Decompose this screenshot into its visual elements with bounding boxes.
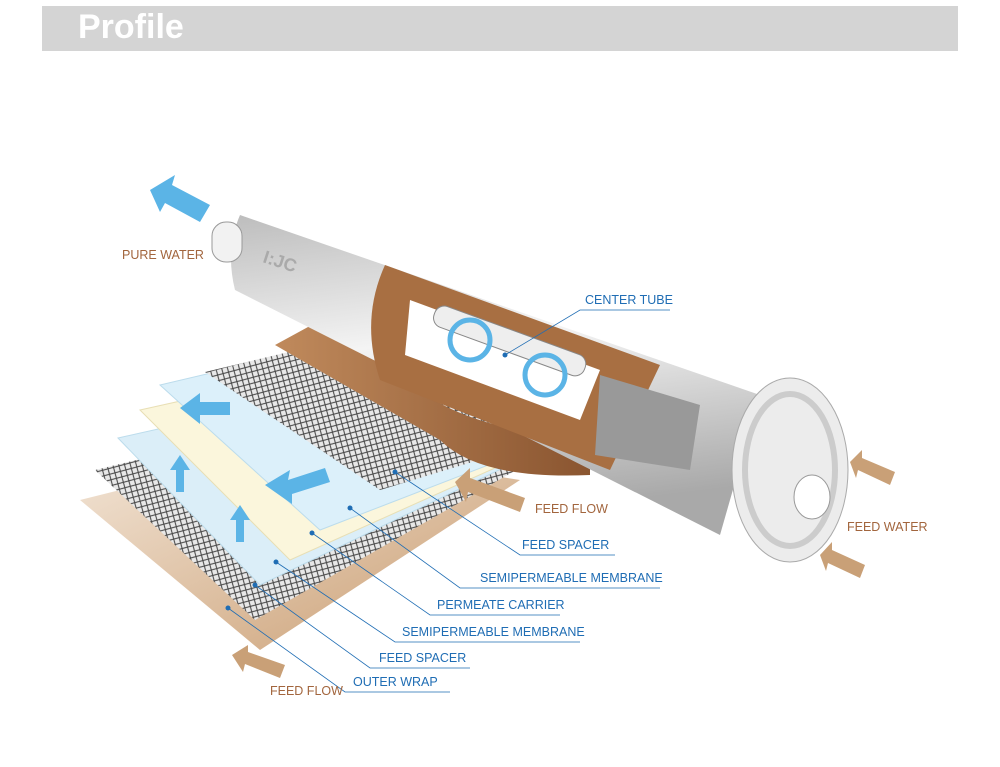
rotation-arrow-icon <box>447 317 493 363</box>
outlet-port <box>211 221 243 263</box>
flow-arrow-icon <box>170 455 190 492</box>
label-semipermeable-membrane-top: SEMIPERMEABLE MEMBRANE <box>480 571 663 585</box>
feed-inlet <box>793 474 831 520</box>
rotation-arrow-icon <box>522 352 568 398</box>
blue-flow-arrows <box>150 175 568 542</box>
flow-arrow-icon <box>265 468 330 504</box>
label-feed-spacer-bottom: FEED SPACER <box>379 651 467 665</box>
end-cap <box>731 377 849 563</box>
feed-flow-arrow-icon <box>232 645 285 678</box>
leader-lines <box>227 309 670 693</box>
label-outer-wrap: OUTER WRAP <box>353 675 438 689</box>
label-semipermeable-membrane-bottom: SEMIPERMEABLE MEMBRANE <box>402 625 585 639</box>
pure-water-arrow-icon <box>150 175 210 222</box>
label-feed-flow-bottom: FEED FLOW <box>270 684 343 698</box>
feed-flow-arrow-icon <box>455 468 525 512</box>
feed-water-arrow-icon <box>850 450 895 485</box>
label-feed-water: FEED WATER <box>847 520 928 534</box>
label-pure-water: PURE WATER <box>122 248 204 262</box>
tan-flow-arrows <box>232 450 895 678</box>
header-bar: Profile <box>42 6 958 51</box>
label-feed-flow-top: FEED FLOW <box>535 502 608 516</box>
center-tube <box>433 305 587 377</box>
page-title: Profile <box>78 8 184 46</box>
label-permeate-carrier: PERMEATE CARRIER <box>437 598 565 612</box>
flow-arrow-icon <box>230 505 250 542</box>
flow-arrow-icon <box>180 393 230 424</box>
label-center-tube: CENTER TUBE <box>585 293 673 307</box>
feed-water-arrow-icon <box>820 542 865 578</box>
brown-membrane-sheet <box>275 315 590 476</box>
label-feed-spacer-top: FEED SPACER <box>522 538 610 552</box>
end-band <box>595 375 700 470</box>
